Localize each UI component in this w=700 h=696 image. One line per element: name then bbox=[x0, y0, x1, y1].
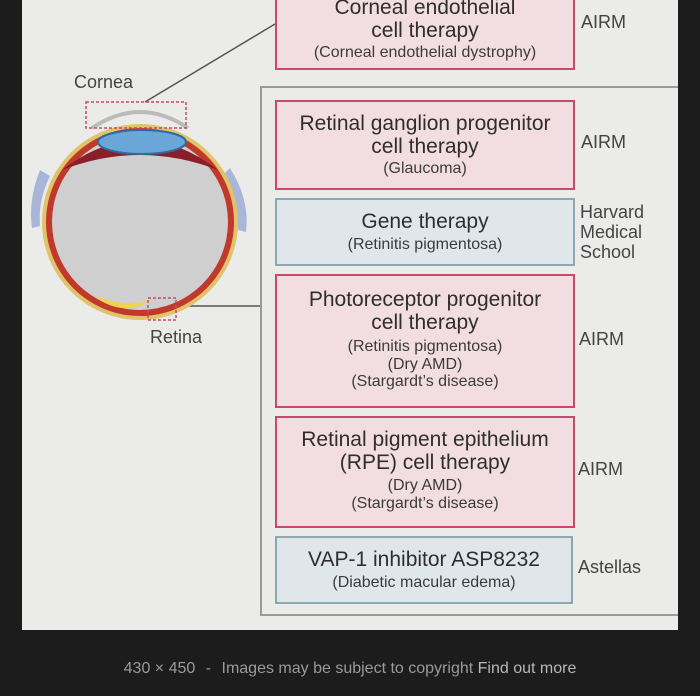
therapy-title: Gene therapy bbox=[361, 210, 489, 233]
cornea-dome bbox=[90, 110, 190, 130]
org-label: Astellas bbox=[578, 557, 642, 577]
therapy-indication: (Diabetic macular edema) bbox=[332, 574, 516, 592]
therapy-title: cell therapy bbox=[371, 135, 479, 159]
therapy-indication: (Stargardt’s disease) bbox=[351, 373, 499, 391]
therapy-indication: (Retinitis pigmentosa) bbox=[347, 338, 503, 356]
therapy-title: Corneal endothelial bbox=[334, 0, 516, 19]
therapy-title: Retinal ganglion progenitor bbox=[299, 112, 551, 135]
find-out-more-link[interactable]: Find out more bbox=[477, 660, 577, 677]
therapy-title: cell therapy bbox=[371, 311, 479, 335]
therapy-title: Retinal pigment epithelium bbox=[301, 428, 549, 451]
cornea-highlight-box bbox=[85, 101, 187, 129]
figure-panel: Cornea Retina Corneal endothelial cell t… bbox=[22, 0, 678, 630]
org-label: AIRM bbox=[581, 132, 626, 152]
org-label: AIRM bbox=[578, 459, 623, 479]
copyright-notice: Images may be subject to copyright bbox=[221, 660, 474, 677]
therapy-indication: (Dry AMD) bbox=[387, 477, 463, 495]
therapy-box-gene: Gene therapy (Retinitis pigmentosa) bbox=[275, 198, 575, 266]
macula bbox=[94, 296, 152, 309]
org-label: AIRM bbox=[579, 329, 624, 349]
ciliary-left bbox=[31, 170, 50, 228]
therapy-indication: (Dry AMD) bbox=[387, 355, 463, 373]
therapy-indication: (Glaucoma) bbox=[383, 160, 467, 178]
image-dimensions: 430 × 450 bbox=[123, 660, 196, 677]
therapy-box-photoreceptor: Photoreceptor progenitor cell therapy (R… bbox=[275, 274, 575, 408]
image-info-bar: 430 × 450 - Images may be subject to cop… bbox=[0, 660, 700, 678]
lens bbox=[97, 129, 187, 155]
therapy-indication: (Stargardt’s disease) bbox=[351, 494, 499, 512]
cornea-label: Cornea bbox=[74, 72, 134, 92]
therapy-title: VAP-1 inhibitor ASP8232 bbox=[308, 548, 540, 571]
vitreous bbox=[52, 134, 228, 310]
therapy-box-vap1: VAP-1 inhibitor ASP8232 (Diabetic macula… bbox=[275, 536, 573, 604]
separator: - bbox=[205, 660, 212, 677]
retina-therapies-frame bbox=[260, 86, 678, 616]
therapy-box-retinal-ganglion: Retinal ganglion progenitor cell therapy… bbox=[275, 100, 575, 190]
therapy-title: cell therapy bbox=[371, 19, 479, 43]
therapy-indication: (Corneal endothelial dystrophy) bbox=[313, 44, 537, 62]
therapy-box-rpe: Retinal pigment epithelium (RPE) cell th… bbox=[275, 416, 575, 528]
org-label: AIRM bbox=[581, 12, 626, 32]
therapy-title: Photoreceptor progenitor bbox=[308, 288, 542, 311]
therapy-box-corneal: Corneal endothelial cell therapy (Cornea… bbox=[275, 0, 575, 70]
therapy-indication: (Retinitis pigmentosa) bbox=[347, 236, 503, 254]
retina-label: Retina bbox=[150, 327, 203, 347]
org-label: Harvard Medical School bbox=[580, 202, 645, 262]
eye-diagram bbox=[31, 23, 276, 321]
therapy-title: (RPE) cell therapy bbox=[339, 451, 511, 475]
cornea-connector-line bbox=[144, 23, 276, 103]
